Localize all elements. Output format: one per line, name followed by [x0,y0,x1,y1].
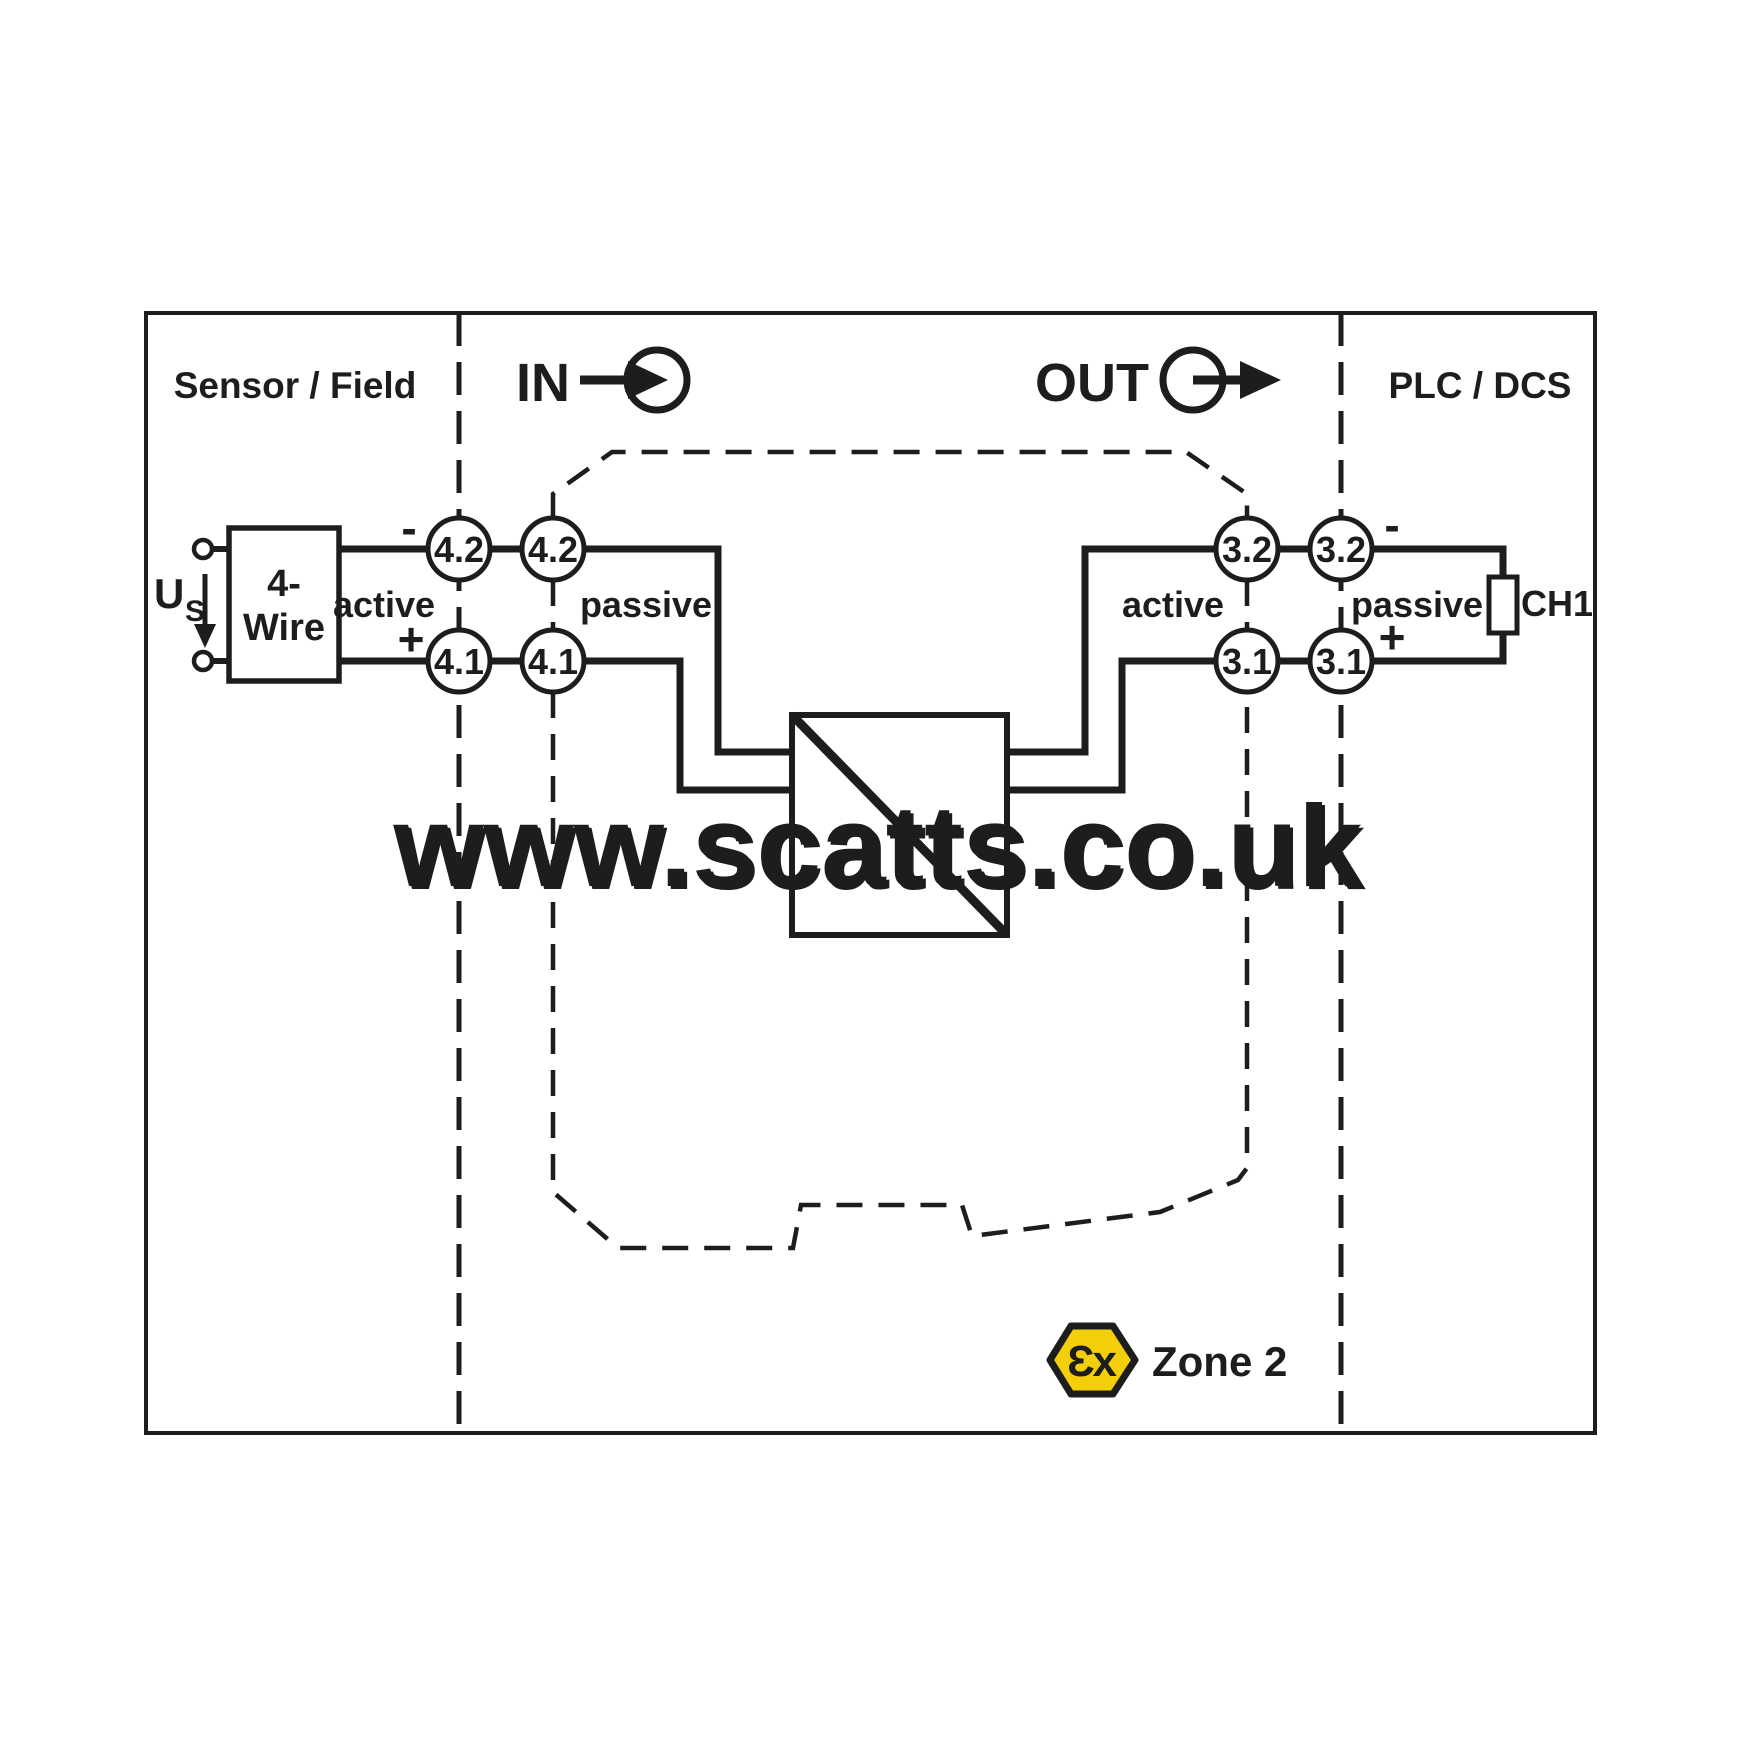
wire-3.2-to-load [1372,545,1507,577]
ex-icon: Ɛx [1046,1322,1139,1398]
source-box-line2: Wire [243,607,325,649]
in-label: IN [516,353,570,413]
terminal-output-3.1-label: 3.1 [1222,641,1272,682]
plc-plus-label: + [1379,611,1406,663]
wire-input-4.1-to-isolator [584,657,792,794]
supply-terminal-bottom [191,649,215,673]
field-plus-label: + [398,613,425,665]
ex-hexagon [1046,1322,1139,1398]
isolator-box [789,712,1010,938]
wire-isolator-to-output-3.1 [1007,657,1216,794]
supply-terminal-top [191,537,215,561]
four-wire-source-box [226,525,342,684]
load-resistor [1486,574,1520,636]
supply-voltage-subscript: S [185,595,205,628]
zone-label-sensor-field: Sensor / Field [174,365,417,406]
wire-load-to-3.1 [1372,633,1507,665]
terminal-plc-3.2-label: 3.2 [1316,529,1366,570]
isolator-diagonal [788,711,1011,939]
zone-label-plc-dcs: PLC / DCS [1389,365,1572,406]
terminal-output-3.2-label: 3.2 [1222,529,1272,570]
module-outline-body [550,692,1250,1251]
wire-input-4.2-to-isolator [584,545,792,756]
terminal-field-4.1-label: 4.1 [434,641,484,682]
plc-mode-label: passive [1351,584,1483,625]
plc-minus-label: - [1384,499,1399,551]
out-direction-icon [1159,346,1281,414]
source-box-line1: 4- [267,563,301,605]
ex-symbol-text: Ɛx [1067,1337,1118,1386]
supply-arrow-icon [194,574,216,648]
terminal-plc-3.1-label: 3.1 [1316,641,1366,682]
field-mode-label: active [333,584,435,625]
input-mode-label: passive [580,584,712,625]
terminal-input-4.1-label: 4.1 [528,641,578,682]
load-channel-label: CH1 [1521,583,1593,624]
wire-isolator-to-output-3.2 [1007,545,1216,756]
terminal-field-4.2-label: 4.2 [434,529,484,570]
field-minus-label: - [401,502,416,554]
diagram-border [144,311,1597,1435]
supply-voltage-label: U [154,570,184,617]
out-label: OUT [1035,353,1149,413]
module-outline-top [550,449,1250,518]
output-mode-label: active [1122,584,1224,625]
zone2-label: Zone 2 [1152,1338,1287,1385]
terminal-input-4.2-label: 4.2 [528,529,578,570]
in-direction-icon [580,346,691,414]
